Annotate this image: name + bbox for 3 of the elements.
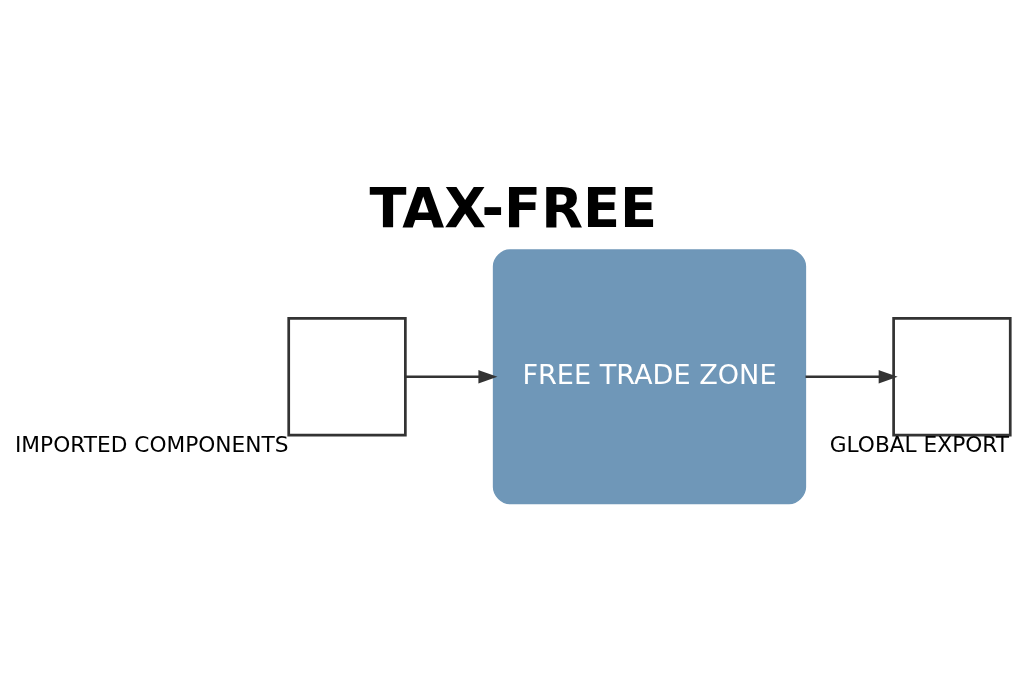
node-label: IMPORTED COMPONENTS (14, 432, 288, 458)
node-label: GLOBAL EXPORT (829, 432, 1009, 458)
diagram-title: TAX-FREE (368, 176, 657, 240)
